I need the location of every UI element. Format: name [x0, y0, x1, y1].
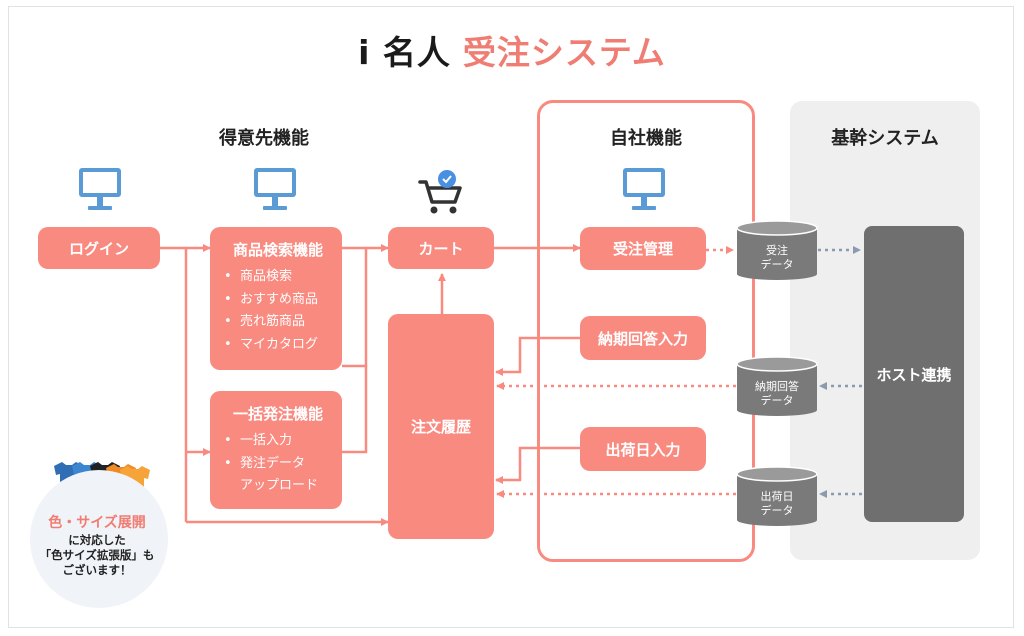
ship-data-db: 出荷日データ — [737, 478, 817, 534]
cart-box: カート — [388, 227, 494, 269]
outer-frame — [8, 6, 1014, 628]
title-system: 受注システム — [462, 33, 666, 72]
list-item: 発注データ — [224, 453, 332, 476]
promo-line3: ございます！ — [62, 563, 132, 577]
db-label-line2: データ — [760, 258, 794, 271]
db-label-line1: 出荷日 — [760, 490, 794, 503]
list-item-continuation: アップロード — [240, 478, 319, 493]
section-self-label: 自社機能 — [610, 128, 682, 149]
host-integration-box: ホスト連携 — [864, 226, 964, 522]
title-brand: i 名人 — [358, 33, 451, 72]
db-label-line2: データ — [760, 504, 794, 517]
promo-badge — [30, 470, 168, 608]
promo-text: 色・サイズ展開 に対応した 「色サイズ拡張版」も ございます！ — [22, 516, 172, 578]
bulk-order-heading: 一括発注機能 — [232, 405, 323, 423]
list-item: 売れ筋商品 — [224, 311, 332, 334]
promo-line2: 「色サイズ拡張版」も — [39, 548, 155, 562]
monitor-icon — [623, 168, 665, 210]
db-label-line2: データ — [760, 394, 794, 407]
order-data-db: 受注データ — [737, 232, 817, 288]
database-icon — [736, 220, 818, 280]
db-label-line1: 納期回答 — [755, 380, 799, 393]
delivery-reply-input-box: 納期回答入力 — [580, 316, 706, 360]
promo-highlight: 色・サイズ展開 — [48, 515, 146, 531]
reply-data-db: 納期回答データ — [737, 368, 817, 424]
order-history-box: 注文履歴 — [388, 314, 494, 539]
page-title: i 名人受注システム — [0, 26, 1024, 74]
list-item: 一括入力 — [224, 430, 332, 453]
monitor-icon — [254, 168, 296, 210]
list-item: 商品検索 — [224, 266, 332, 289]
bulk-order-box: 一括発注機能 一括入力 発注データ アップロード — [210, 391, 342, 509]
database-icon — [736, 466, 818, 526]
cart-check-icon — [418, 170, 462, 214]
database-icon — [736, 356, 818, 416]
product-search-heading: 商品検索機能 — [232, 241, 323, 259]
monitor-icon — [79, 168, 121, 210]
promo-line1: に対応した — [68, 533, 126, 547]
login-box: ログイン — [38, 227, 160, 269]
section-core-label: 基幹システム — [831, 128, 939, 149]
order-management-box: 受注管理 — [580, 227, 706, 270]
section-customer-label: 得意先機能 — [219, 128, 309, 149]
list-item: マイカタログ — [224, 334, 332, 357]
product-search-box: 商品検索機能 商品検索 おすすめ商品 売れ筋商品 マイカタログ — [210, 227, 342, 370]
self-function-frame — [537, 100, 755, 562]
db-label-line1: 受注 — [766, 244, 788, 257]
shipping-date-input-box: 出荷日入力 — [580, 427, 706, 471]
list-item: おすすめ商品 — [224, 289, 332, 312]
